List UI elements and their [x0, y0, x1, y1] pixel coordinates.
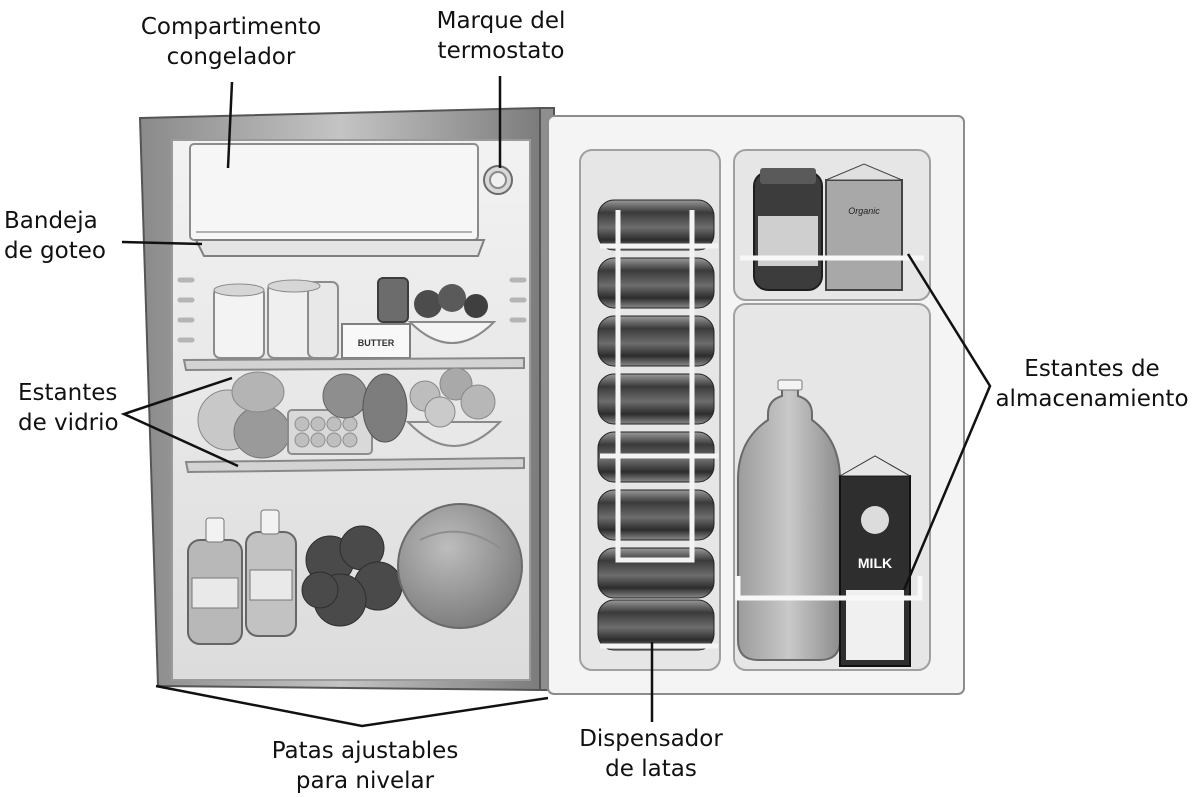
drip-tray-label: Bandeja de goteo [4, 206, 134, 266]
leveling-legs-label: Patas ajustables para nivelar [240, 736, 490, 796]
milk-carton-label: MILK [858, 555, 892, 571]
storage-shelves-label: Estantes de almacenamiento [992, 354, 1192, 414]
glass-shelves-label-line2: de vidrio [18, 410, 119, 436]
freezer-label-line2: congelador [166, 44, 296, 70]
thermostat-label: Marque del termostato [408, 6, 594, 66]
upper-storage-items: Organic [740, 163, 924, 291]
thermostat-label-line2: termostato [437, 38, 565, 64]
leveling-legs-label-line1: Patas ajustables [271, 738, 459, 764]
glass-shelves-label-line1: Estantes [18, 380, 118, 406]
drip-tray-label-line1: Bandeja [4, 208, 98, 234]
can-dispenser-label-line2: de latas [605, 756, 697, 782]
thermostat-dial [483, 165, 513, 195]
freezer-compartment [189, 143, 479, 241]
can-dispenser-label: Dispensador de latas [556, 724, 746, 784]
storage-shelves-label-line1: Estantes de [1024, 356, 1160, 382]
leveling-legs-label-line2: para nivelar [295, 768, 435, 794]
upper-shelf-items: BUTTER [213, 277, 497, 359]
butter-box-label: BUTTER [358, 338, 395, 348]
glass-shelves-label: Estantes de vidrio [18, 378, 148, 438]
thermostat-label-line1: Marque del [436, 8, 566, 34]
storage-shelves-label-line2: almacenamiento [995, 386, 1189, 412]
carton-label: Organic [848, 206, 880, 216]
middle-shelf-items [197, 367, 503, 459]
glass-shelf-lower [184, 456, 525, 474]
lower-storage-items: MILK [735, 379, 923, 667]
bottom-compartment-items [187, 503, 523, 645]
leader-lines [120, 76, 992, 728]
drip-tray [194, 239, 486, 257]
can-dispenser [597, 199, 718, 651]
glass-shelf-upper [182, 356, 525, 372]
drip-tray-label-line2: de goteo [4, 238, 106, 264]
can-dispenser-label-line1: Dispensador [579, 726, 723, 752]
freezer-label-line1: Compartimento [140, 14, 322, 40]
freezer-compartment-label: Compartimento congelador [126, 12, 336, 72]
